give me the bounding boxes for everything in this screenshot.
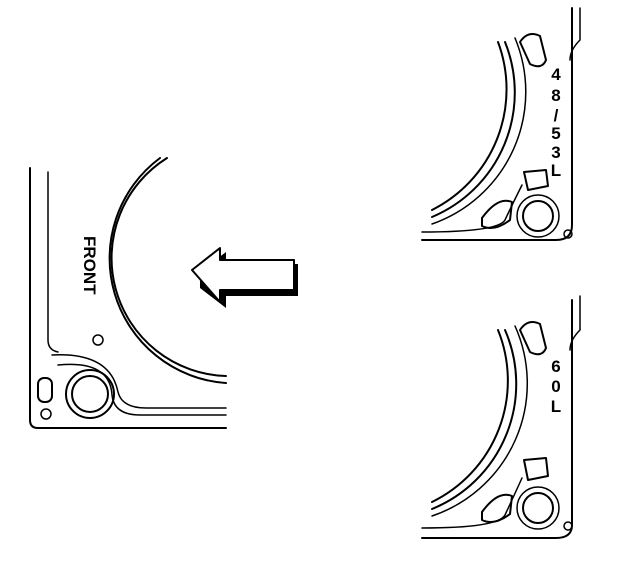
gasket-60-char-1: 6 bbox=[551, 357, 560, 376]
gasket-48-char-6: L bbox=[551, 161, 561, 180]
gasket-48-lower-slot bbox=[481, 199, 513, 229]
gasket-60-side-slot bbox=[523, 457, 549, 481]
gasket-60-char-3: L bbox=[551, 397, 561, 416]
gasket-48-char-2: 8 bbox=[551, 86, 560, 105]
block-deck-edge bbox=[57, 363, 227, 416]
gasket-48-bore-inner bbox=[431, 41, 516, 218]
gasket-60-bolt-ring bbox=[516, 486, 560, 530]
block-deck-edge-inner bbox=[51, 354, 227, 409]
gasket-48-top-slot bbox=[519, 33, 547, 68]
head-bolt-boss bbox=[65, 369, 115, 419]
gasket-48-char-5: 3 bbox=[551, 143, 560, 162]
gasket-48-side-slot bbox=[523, 169, 549, 191]
gasket-48-bore-outer bbox=[431, 41, 508, 211]
gasket-60l: 6 0 L bbox=[421, 295, 581, 539]
gasket-48-bolt-ring bbox=[516, 194, 560, 238]
cylinder-bore-inner bbox=[110, 157, 227, 377]
direction-arrow bbox=[191, 247, 298, 308]
gasket-60-char-2: 0 bbox=[551, 377, 560, 396]
coolant-slot bbox=[37, 377, 53, 403]
block-inner-edge bbox=[47, 171, 59, 353]
gasket-60-lower-slot bbox=[481, 493, 513, 523]
gasket-48-53l: 4 8 / 5 3 L bbox=[421, 7, 581, 241]
gasket-48-bolt-hole bbox=[522, 200, 554, 232]
gasket-60-edge-notch bbox=[569, 295, 581, 351]
block-outer-edge bbox=[29, 167, 227, 429]
gasket-60-bore-outer bbox=[431, 329, 509, 503]
small-passage bbox=[40, 408, 52, 420]
gasket-48-small-hole bbox=[563, 229, 573, 239]
gasket-48-deck-line bbox=[421, 184, 523, 233]
gasket-60-top-slot bbox=[519, 321, 547, 356]
engine-block-front-corner: FRONT bbox=[29, 157, 227, 429]
gasket-60-bore-ring bbox=[431, 325, 529, 517]
gasket-60-small-hole bbox=[563, 521, 573, 531]
gasket-48-char-3: / bbox=[554, 106, 559, 125]
gasket-48-char-4: 5 bbox=[551, 124, 560, 143]
cylinder-bore-outer bbox=[108, 157, 227, 384]
gasket-60-deck-line bbox=[421, 477, 523, 529]
gasket-48-outer-edge bbox=[421, 7, 573, 241]
gasket-48-char-1: 4 bbox=[551, 65, 561, 84]
gasket-60-bore-inner bbox=[431, 329, 518, 510]
gasket-48-edge-notch bbox=[569, 7, 581, 61]
dowel-hole bbox=[92, 334, 104, 346]
front-label: FRONT bbox=[80, 236, 99, 295]
head-bolt-hole bbox=[71, 375, 109, 413]
arrow-body bbox=[191, 247, 295, 303]
gasket-60-bolt-hole bbox=[522, 492, 554, 524]
gasket-48-bore-ring bbox=[431, 37, 527, 225]
